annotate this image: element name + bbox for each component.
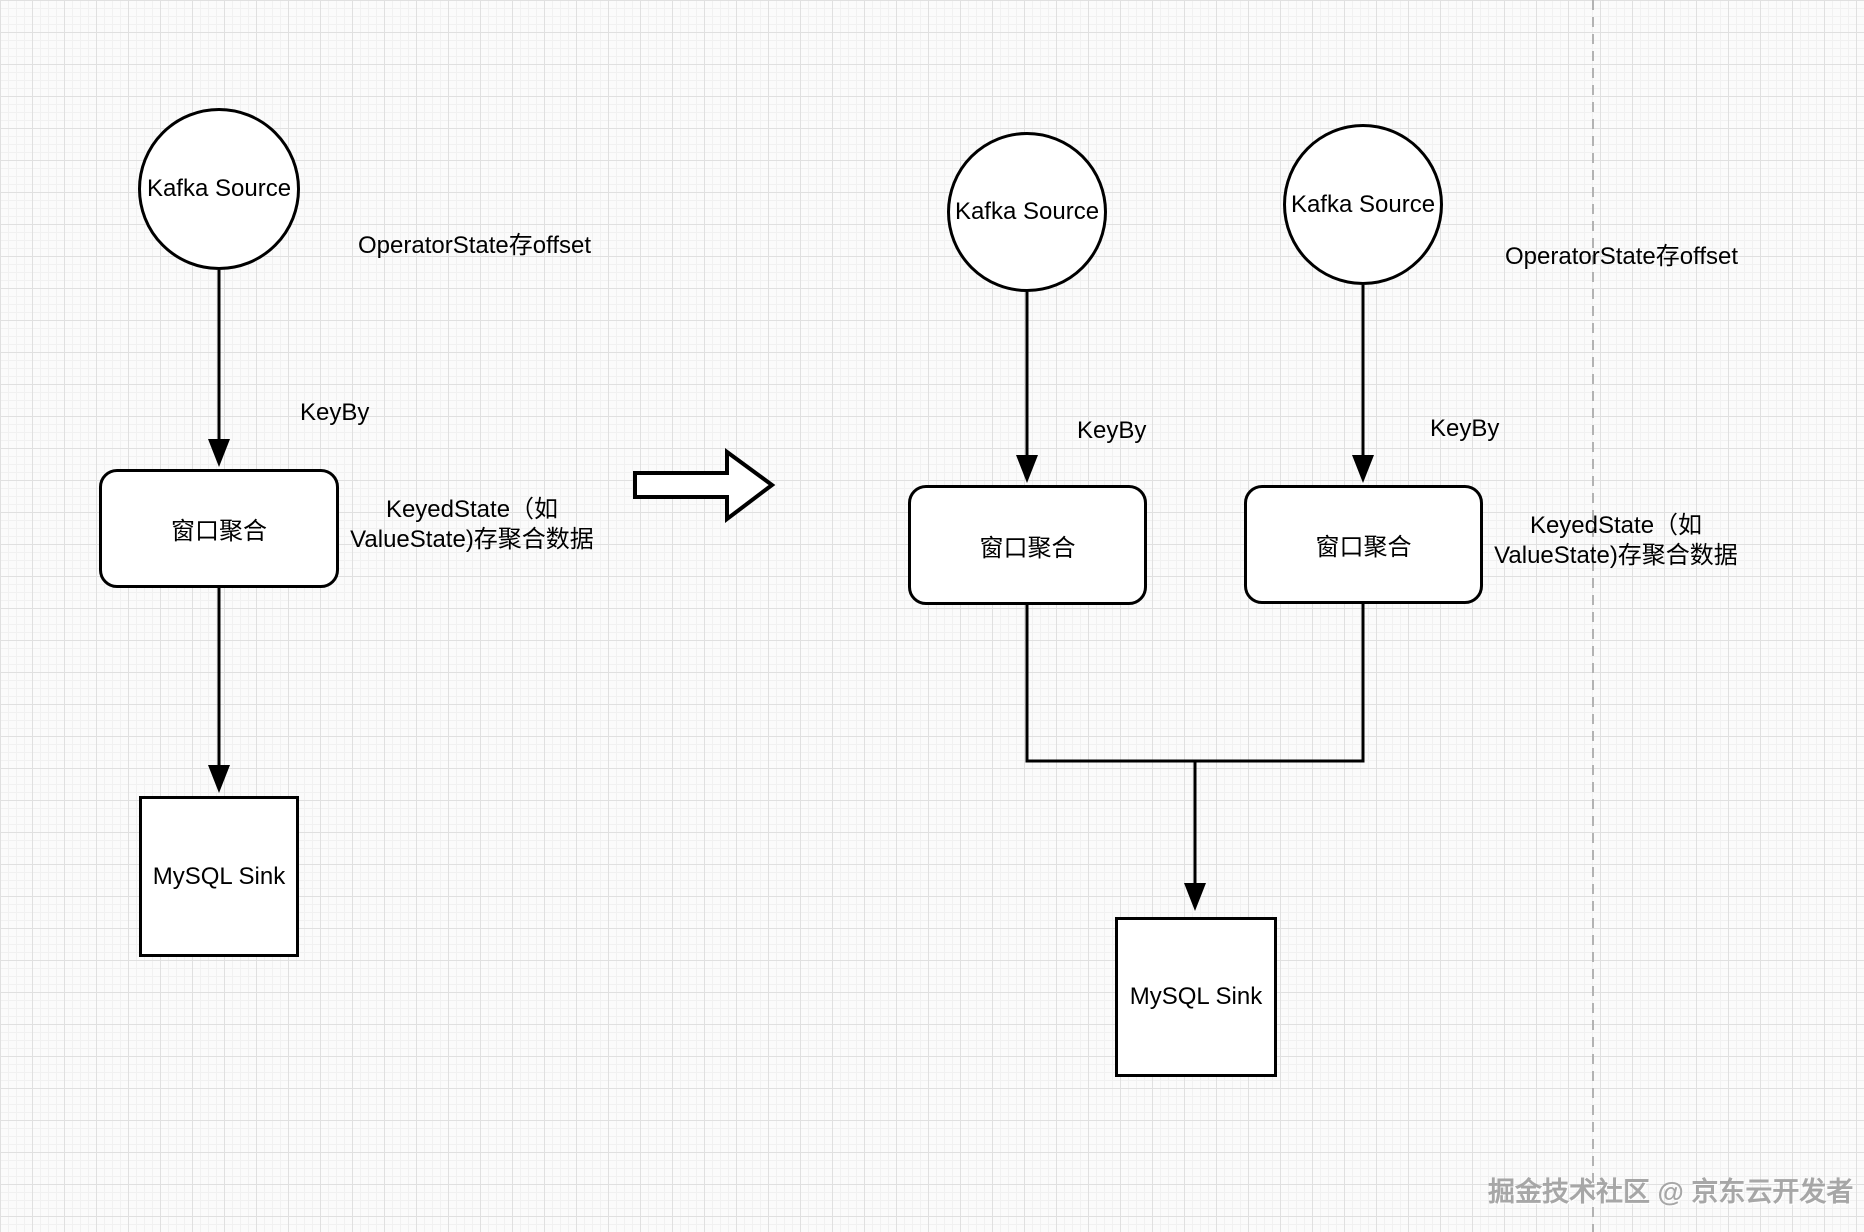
before-window-agg-node: 窗口聚合 xyxy=(99,469,339,588)
before-keyby-label: KeyBy xyxy=(300,399,370,426)
after-keyby2-label: KeyBy xyxy=(1430,415,1500,442)
after-kafka-source2-node: Kafka Source xyxy=(1283,124,1443,285)
after-kafka-source1-node: Kafka Source xyxy=(947,132,1107,292)
before-kafka-source-label: Kafka Source xyxy=(146,175,292,202)
arrowhead-icon xyxy=(208,439,230,467)
after-window-agg2-node: 窗口聚合 xyxy=(1244,485,1483,604)
before-window-agg-label: 窗口聚合 xyxy=(171,518,267,545)
after-window-agg1-label: 窗口聚合 xyxy=(979,534,1076,562)
watermark: 掘金技术社区 @ 京东云开发者 xyxy=(1488,1177,1854,1207)
after-window-agg2-label: 窗口聚合 xyxy=(1315,534,1412,561)
after-window-agg1-node: 窗口聚合 xyxy=(908,485,1147,605)
after-mysql-sink-label: MySQL Sink xyxy=(1129,983,1263,1010)
after-keyed-state-note: KeyedState（如 ValueState)存聚合数据 xyxy=(1466,511,1766,571)
after-keyed-state-line1: KeyedState（如 xyxy=(1529,512,1703,539)
before-operator-state-note: OperatorState存offset xyxy=(358,232,592,259)
after-kafka-source1-label: Kafka Source xyxy=(954,198,1100,225)
arrowhead-icon xyxy=(208,765,230,793)
after-mysql-sink-node: MySQL Sink xyxy=(1115,917,1277,1077)
before-keyed-state-line1: KeyedState（如 xyxy=(385,496,559,523)
arrowhead-icon xyxy=(1184,883,1206,911)
after-operator-state-note: OperatorState存offset xyxy=(1505,243,1739,270)
transform-arrow-icon xyxy=(633,448,776,524)
before-keyed-state-note: KeyedState（如 ValueState)存聚合数据 xyxy=(322,495,622,555)
before-kafka-source-node: Kafka Source xyxy=(138,108,300,270)
before-keyed-state-line2: ValueState)存聚合数据 xyxy=(350,526,594,553)
after-keyed-state-line2: ValueState)存聚合数据 xyxy=(1494,542,1738,569)
after-kafka-source2-label: Kafka Source xyxy=(1290,190,1436,218)
before-mysql-sink-node: MySQL Sink xyxy=(139,796,299,957)
after-keyby1-label: KeyBy xyxy=(1077,417,1147,444)
arrowhead-icon xyxy=(1352,455,1374,483)
before-mysql-sink-label: MySQL Sink xyxy=(152,862,286,890)
arrowhead-icon xyxy=(1016,455,1038,483)
after-merge-connector xyxy=(1025,604,1365,763)
